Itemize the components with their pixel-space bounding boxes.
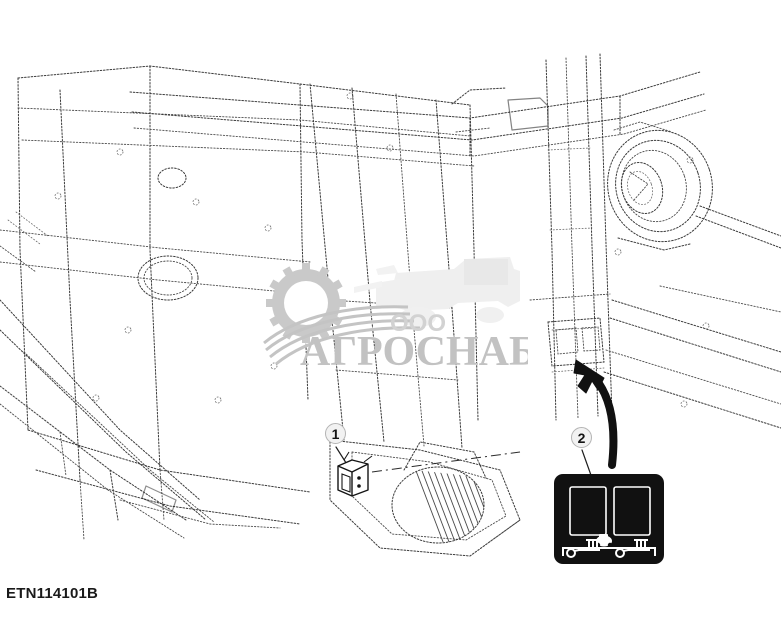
right-vertical-post: [545, 53, 613, 421]
part-switch-panel: [554, 474, 664, 564]
machine-pictogram: [595, 534, 613, 548]
figure-code-label: ETN114101B: [6, 585, 99, 602]
center-frame-struts: [309, 83, 463, 449]
drive-pulley-assembly: [607, 121, 781, 256]
switch-mounting-location: [529, 293, 611, 373]
lower-center-housing: [329, 439, 521, 557]
top-left-fragments: [0, 211, 49, 273]
right-diagonal-rails: [603, 285, 781, 429]
lower-left-braces: [0, 385, 281, 539]
cab-frame-upper-left: [0, 65, 479, 541]
header-symbol-right: [615, 539, 650, 558]
panel-apertures: [54, 92, 394, 404]
reference-dash-dot-line: [371, 451, 521, 473]
callout-marker-1[interactable]: 1: [325, 423, 346, 444]
part-rocker-switch: [337, 451, 373, 497]
upper-cross-beam: [129, 71, 707, 157]
installation-direction-arrow: [573, 359, 618, 469]
header-symbol-left: [566, 539, 600, 558]
callout-marker-2[interactable]: 2: [571, 427, 592, 448]
leader-line-callout-2: [581, 449, 593, 479]
